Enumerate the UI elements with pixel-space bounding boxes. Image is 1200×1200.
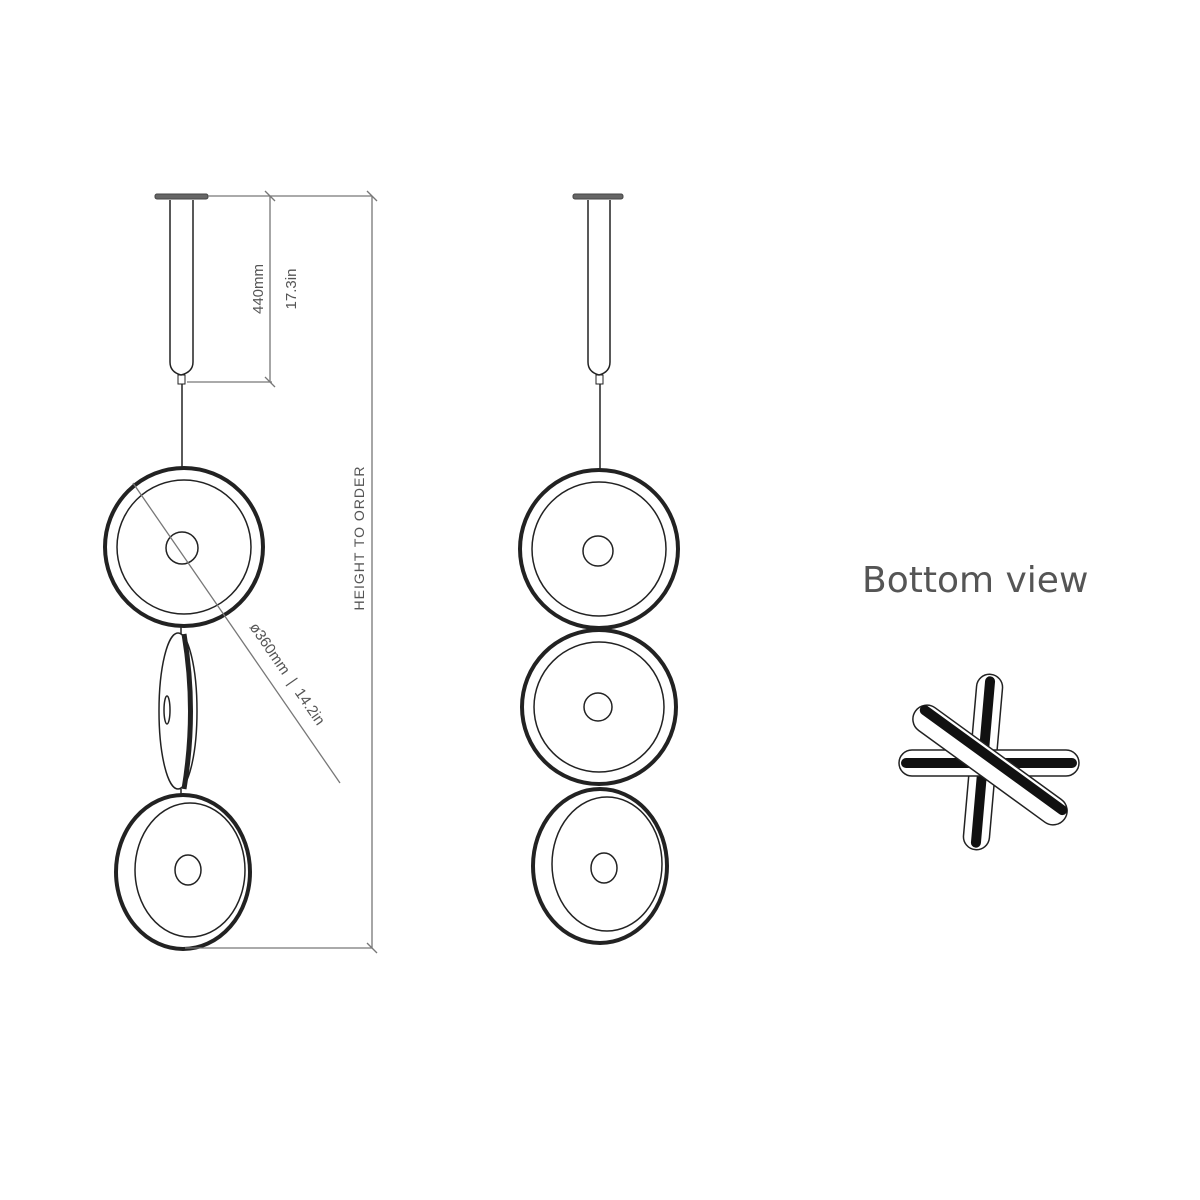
dimension-lines bbox=[132, 190, 378, 954]
top-disc-outer bbox=[103, 466, 265, 628]
top-disc-outer bbox=[518, 468, 680, 630]
bottom-view-label: Bottom view bbox=[862, 560, 1088, 601]
connector bbox=[177, 374, 186, 385]
bottom-disc-outer bbox=[114, 793, 252, 951]
middle-disc-outer bbox=[520, 628, 678, 786]
middle-disc-band bbox=[181, 633, 193, 790]
canopy bbox=[154, 193, 209, 200]
canopy bbox=[572, 193, 624, 200]
diameter-line bbox=[132, 482, 341, 784]
bottom-disc-hole bbox=[174, 854, 202, 886]
stem-length-in: 17.3in bbox=[283, 269, 300, 310]
side-view-lamp bbox=[103, 193, 265, 951]
overall-height-label: HEIGHT TO ORDER bbox=[351, 466, 367, 611]
stem-length-mm: 440mm bbox=[250, 264, 267, 314]
disc-diameter-label: ø360mm | 14.2in bbox=[246, 620, 328, 729]
stem-tube bbox=[169, 200, 194, 376]
top-disc-hole bbox=[165, 531, 199, 565]
middle-disc-edge bbox=[158, 632, 198, 790]
stem-tube bbox=[587, 200, 611, 376]
front-view-lamp bbox=[518, 193, 680, 945]
bottom-view-cross bbox=[898, 673, 1080, 851]
bottom-disc-outer bbox=[531, 787, 669, 945]
bottom-disc-inner bbox=[134, 802, 246, 938]
top-disc-inner bbox=[116, 479, 252, 615]
